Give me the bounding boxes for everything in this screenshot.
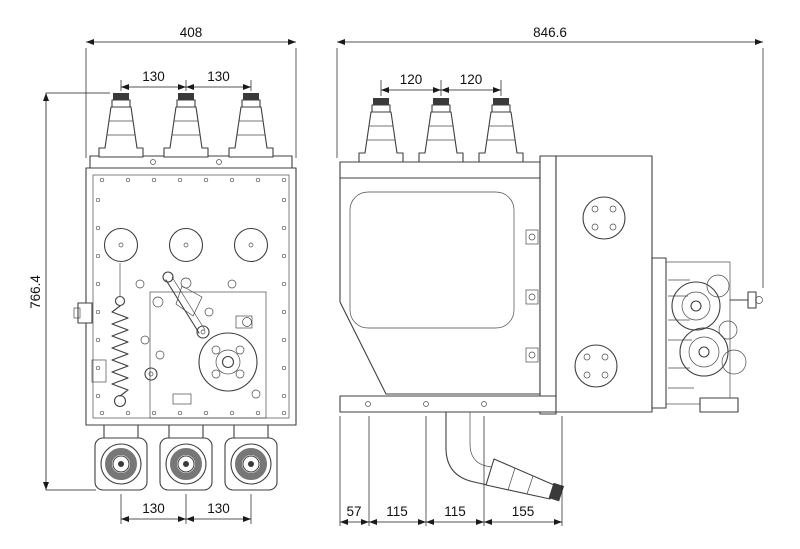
dim-side-top-pitch-left: 120: [400, 72, 423, 87]
dim-side-base-seg-2: 115: [386, 504, 408, 519]
dim-front-overall-height: 766.4: [28, 275, 43, 309]
dim-front-top-pitch-left: 130: [142, 69, 165, 84]
dim-front-top-pitch-right: 130: [207, 69, 230, 84]
front-bushing-center: [163, 92, 209, 158]
dim-side-base-seg-3: 115: [444, 504, 466, 519]
front-view: [73, 92, 297, 490]
dim-front-overall-width: 408: [180, 25, 203, 40]
dim-side-top-pitch-right: 120: [460, 72, 483, 87]
dim-front-bottom-pitch-left: 130: [142, 501, 165, 516]
side-tank-clips: [525, 229, 539, 363]
side-bushing-center: [418, 97, 464, 163]
front-terminal-left: [95, 425, 147, 490]
front-bolt-holes: [95, 177, 287, 416]
side-bushing-left: [358, 97, 404, 163]
front-pole-openings: [103, 227, 269, 289]
dim-side-overall-depth: 846.6: [533, 25, 567, 40]
front-cam-wheel: [198, 332, 258, 392]
side-tank: [339, 177, 541, 395]
front-terminal-right: [225, 425, 277, 490]
side-drive-shaft-end: [747, 291, 757, 309]
side-view: [339, 97, 763, 502]
front-bushing-right: [228, 92, 274, 158]
side-dimensions: 846.6 120 120 57 115 115 155: [336, 25, 764, 526]
side-drive-gear-cluster: [651, 257, 763, 413]
front-terminal-center: [160, 425, 212, 490]
side-base-plate: [339, 395, 557, 413]
side-top-plate: [339, 161, 541, 179]
front-dimensions: 408 130 130 766.4 130 130: [28, 25, 297, 524]
side-bushing-right: [478, 97, 524, 163]
side-mechanism-housing: [555, 155, 653, 413]
side-base-bolts: [365, 401, 487, 407]
side-bottom-elbow-bushing: [445, 411, 565, 502]
side-frame-plate: [539, 155, 557, 415]
front-bushing-left: [98, 92, 144, 158]
front-mechanism: [73, 263, 267, 419]
dim-side-base-seg-4: 155: [512, 504, 535, 519]
dim-front-bottom-pitch-right: 130: [207, 501, 230, 516]
dim-side-base-seg-1: 57: [346, 504, 361, 519]
front-spring: [111, 305, 129, 397]
front-top-plate: [89, 155, 293, 169]
